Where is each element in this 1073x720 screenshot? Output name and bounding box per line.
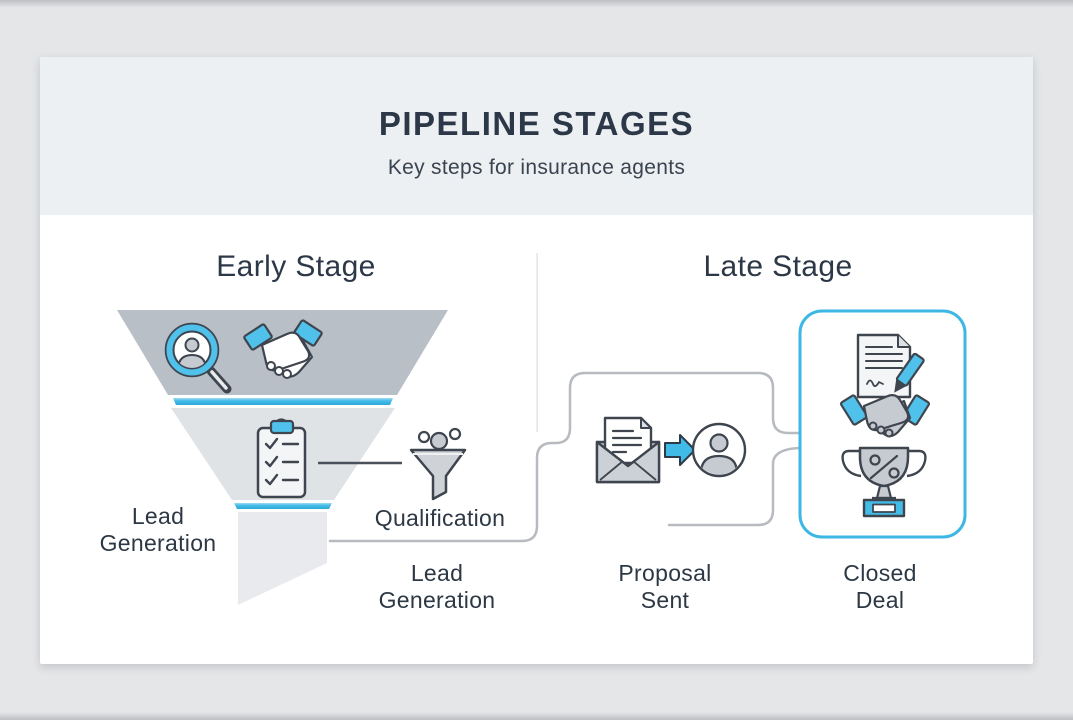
late-stage-heading: Late Stage xyxy=(703,250,853,283)
filter-funnel-icon xyxy=(409,427,467,501)
top-edge-shade xyxy=(0,0,1073,8)
proposal-sent-label: Proposal Sent xyxy=(618,560,712,614)
open-envelope-icon xyxy=(595,416,661,484)
funnel-separator-2 xyxy=(234,503,332,509)
infographic-card: PIPELINE STAGES Key steps for insurance … xyxy=(40,57,1033,664)
section-divider xyxy=(536,253,538,432)
page-subtitle: Key steps for insurance agents xyxy=(387,156,686,179)
contract-handshake-icon xyxy=(839,333,931,438)
funnel-separator-1 xyxy=(173,398,393,405)
bottom-edge-shade xyxy=(0,712,1073,720)
handshake-icon xyxy=(243,319,323,379)
qualification-label: Qualification xyxy=(374,505,506,531)
page-title: PIPELINE STAGES xyxy=(378,105,695,142)
lead-generation-bottom-label: Lead Generation xyxy=(378,560,496,614)
pipeline-diagram xyxy=(117,253,967,605)
early-stage-heading: Early Stage xyxy=(216,250,376,283)
person-avatar-icon xyxy=(691,422,747,478)
closed-deal-label: Closed Deal xyxy=(843,560,917,614)
stage-connector-path xyxy=(328,371,802,543)
search-person-icon xyxy=(164,322,232,394)
funnel-stem xyxy=(238,512,327,605)
header-band xyxy=(40,57,1033,215)
arrow-right-icon xyxy=(664,434,696,466)
checklist-icon xyxy=(256,418,307,499)
trophy-percent-icon xyxy=(841,446,927,518)
lead-generation-left-label: Lead Generation xyxy=(99,503,217,557)
